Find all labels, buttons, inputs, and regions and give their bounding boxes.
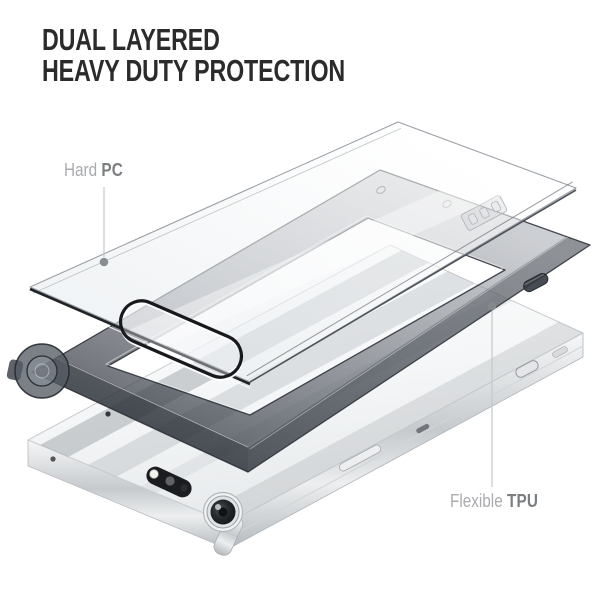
flexible-tpu-leader — [487, 301, 497, 487]
callout-hard-pc: Hard PC — [64, 160, 123, 180]
pc-panel-near-edge-glint — [30, 292, 251, 389]
headphone-jack — [50, 456, 56, 462]
hard-pc-panel-layer — [29, 121, 577, 389]
flexible-tpu-prefix-label: Flexible — [450, 491, 503, 511]
hard-pc-leader — [99, 187, 109, 267]
pc-panel-top-edge-line — [32, 127, 402, 294]
callout-flexible-tpu: Flexible TPU — [450, 491, 538, 511]
volume-rocker — [338, 444, 382, 472]
title-line-2: HEAVY DUTY PROTECTION — [42, 53, 346, 88]
title-line-1: DUAL LAYERED — [42, 22, 220, 57]
camera-key — [552, 346, 568, 358]
camera-cutout — [118, 299, 244, 382]
phone-side-seam — [227, 345, 584, 539]
tpu-button-cover — [523, 273, 549, 293]
flash-module — [146, 466, 192, 498]
flash-led — [149, 469, 159, 479]
pc-panel-gloss — [129, 165, 534, 346]
camera-lens — [202, 491, 244, 533]
hard-pc-prefix-label: Hard — [64, 160, 98, 180]
page-title: DUAL LAYERED HEAVY DUTY PROTECTION — [42, 24, 345, 86]
tpu-camera-end-cap — [6, 343, 70, 399]
power-button — [515, 360, 539, 378]
pc-panel-right-edge — [249, 189, 577, 383]
rgb-sensor — [180, 484, 188, 492]
hard-pc-material-label: PC — [101, 160, 124, 180]
pc-panel-near-edge — [29, 287, 251, 386]
tpu-mic-port — [105, 411, 111, 417]
side-notch — [416, 423, 430, 434]
hard-pc-leader-dot — [99, 257, 109, 267]
laser-sensor — [165, 476, 175, 486]
flexible-tpu-leader-dot — [487, 301, 497, 311]
tpu-walls — [32, 221, 590, 472]
flexible-tpu-material-label: TPU — [506, 491, 539, 511]
pc-panel — [29, 121, 577, 383]
pc-panel-right-edge-inner-line — [246, 181, 574, 377]
